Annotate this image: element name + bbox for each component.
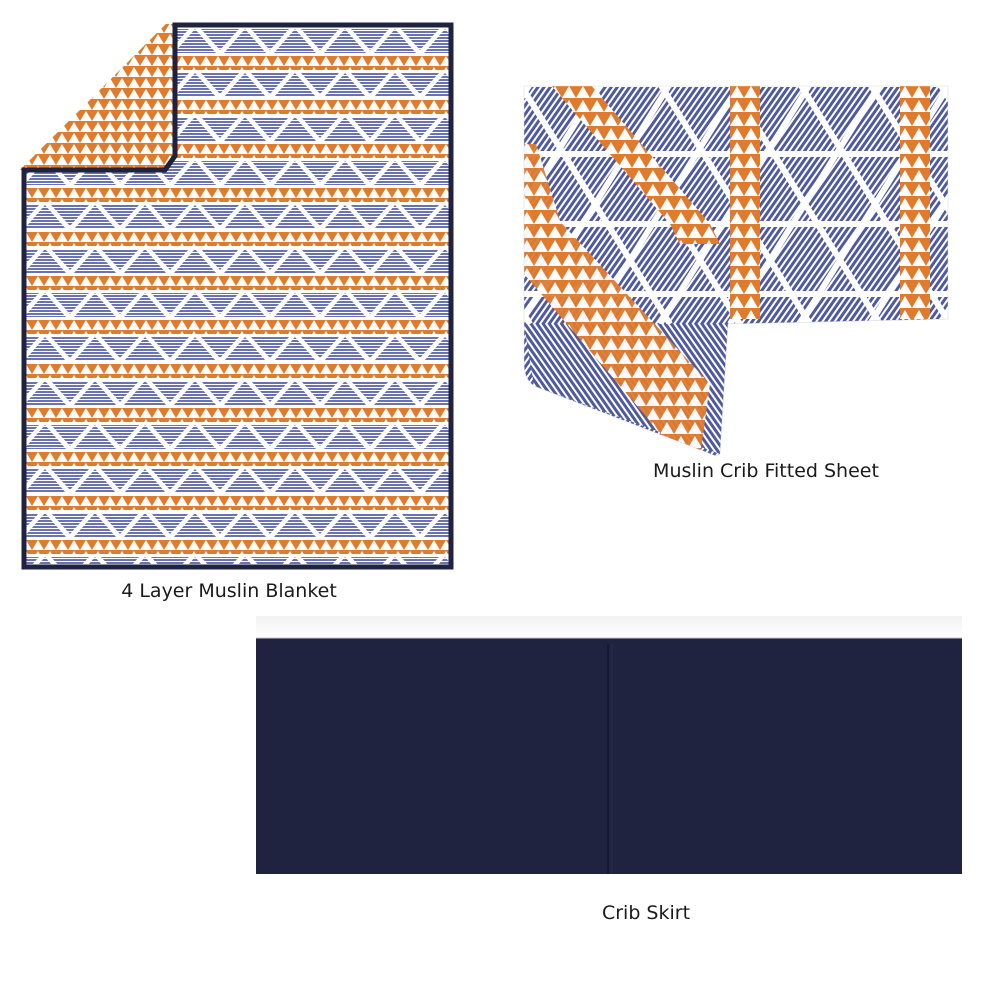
blanket-piping xyxy=(21,22,454,570)
blanket-caption: 4 Layer Muslin Blanket xyxy=(121,580,337,602)
blanket-illustration xyxy=(20,22,454,570)
fitted-sheet-image xyxy=(520,84,950,459)
fitted-sheet-illustration xyxy=(523,85,949,457)
crib-skirt-illustration xyxy=(256,616,962,879)
sheet-pattern xyxy=(524,86,948,456)
fitted-sheet-caption: Muslin Crib Fitted Sheet xyxy=(653,460,879,482)
blanket-pattern xyxy=(26,26,450,566)
crib-skirt-caption: Crib Skirt xyxy=(601,902,691,924)
crib-skirt-image xyxy=(256,616,962,886)
muslin-blanket-image xyxy=(20,22,454,570)
skirt-deck xyxy=(256,616,962,638)
